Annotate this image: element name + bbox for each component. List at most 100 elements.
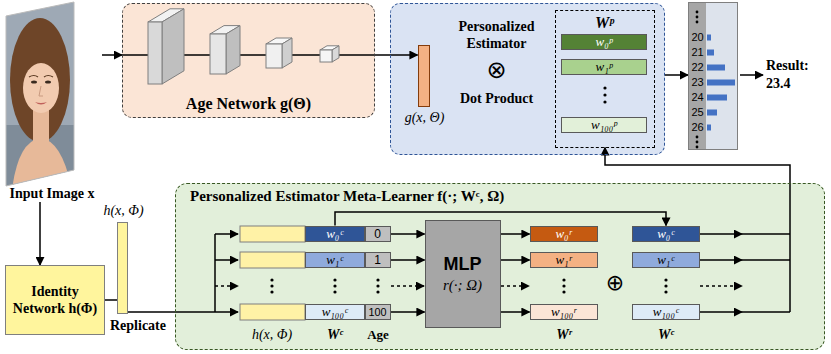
layout-wires	[215, 285, 238, 287]
row-input-bars	[240, 226, 305, 242]
column-label: h(x, Φ)	[242, 327, 302, 343]
label-anchor: Result: 23.4	[766, 57, 828, 93]
label-anchor: Wᶜ	[315, 327, 355, 343]
age-tick: 24	[689, 90, 706, 105]
connector-arrow	[391, 233, 425, 235]
weight-bar: w₁ʳ	[530, 252, 598, 268]
cnn-layers	[339, 54, 375, 56]
input-image: Input Image x	[2, 2, 102, 202]
connector-arrow	[665, 74, 688, 76]
layout-wires	[742, 259, 790, 261]
ellipsis-dots	[696, 16, 699, 19]
panel-fills	[122, 3, 375, 118]
input-photo	[44, 76, 53, 78]
histogram-bars	[707, 80, 735, 86]
column-label: Wᶜ	[315, 327, 355, 343]
ellipsis-dots	[270, 278, 273, 281]
label-anchor: Replicate	[110, 318, 174, 334]
cnn-layers	[210, 34, 226, 74]
panel-fills	[175, 183, 825, 350]
connector-arrow	[501, 233, 530, 235]
connector-arrow	[335, 212, 666, 226]
weight-label: w₀ʳ	[555, 227, 571, 241]
ellipsis-dots	[664, 278, 667, 281]
matrix-label: Wᵖ	[556, 13, 654, 32]
histogram-bars	[707, 35, 735, 131]
histogram-bars	[707, 35, 711, 41]
layout-wires	[789, 183, 791, 312]
operator-label: Dot Product	[444, 90, 549, 107]
operation-label: Replicate	[110, 318, 174, 334]
layout-wires	[742, 311, 790, 313]
weight-label: w₀ᵖ	[596, 35, 613, 49]
age-value: 100	[368, 305, 386, 319]
ellipsis-dots	[270, 290, 273, 293]
estimator-panel: Personalized Estimator⊗Dot Productg(x, Θ…	[390, 3, 665, 155]
input-photo	[39, 86, 43, 96]
connector-arrow	[501, 259, 530, 261]
result-value: Result: 23.4	[766, 57, 828, 93]
connector-arrow	[375, 54, 418, 56]
input-photo	[10, 18, 70, 142]
layout-wires	[700, 311, 742, 313]
feature-vector: g(x, Θ)	[418, 45, 430, 107]
layout-wires	[700, 233, 742, 235]
cnn-layers	[148, 22, 162, 84]
histogram-bars	[707, 95, 727, 101]
panel-title: Personalized Estimator	[444, 18, 549, 52]
weight-bar: w₀ᶜ	[632, 226, 700, 242]
panel-fills	[688, 2, 738, 150]
age-tick: 22	[689, 60, 706, 75]
weight-label: w₁₀₀ᵖ	[591, 118, 617, 132]
weight-label: w₁ᶜ	[657, 253, 674, 267]
ellipsis-dots	[562, 290, 565, 293]
panel-fills	[688, 2, 706, 150]
weight-bar: w₀ʳ	[530, 226, 598, 242]
weight-bar: w₁ᶜ	[632, 252, 700, 268]
input-photo	[0, 0, 80, 190]
connector-arrow	[605, 148, 790, 184]
ellipsis-dots	[562, 284, 565, 287]
column-label: Wʳ	[544, 327, 584, 343]
column-label: Wᶜ	[646, 327, 686, 343]
weight-label: w₀ᶜ	[657, 227, 674, 241]
connector-arrow	[102, 54, 122, 56]
layout-wires	[215, 259, 238, 261]
histogram-bars	[707, 125, 711, 131]
panel-title: Age Network g(Θ)	[186, 94, 311, 113]
identity-feature-vector: h(x, Φ)	[117, 222, 128, 314]
ellipsis-dots	[562, 278, 565, 281]
ellipsis-dots	[333, 290, 336, 293]
ellipsis-dots	[376, 284, 379, 287]
ellipsis-dots	[603, 93, 606, 96]
age-value: 0	[374, 227, 381, 241]
mlp-box: MLPr(·; Ω)	[425, 220, 501, 328]
cnn-layers	[226, 26, 240, 74]
weight-label: w₁₀₀ᶜ	[322, 305, 348, 319]
layout-wires	[214, 234, 216, 312]
ellipsis-dots	[376, 290, 379, 293]
vector-label: g(x, Θ)	[394, 110, 456, 126]
weight-label: w₁₀₀ʳ	[551, 305, 576, 319]
cnn-layers	[292, 54, 320, 56]
weight-label: w₁ʳ	[555, 253, 571, 267]
ellipsis-dots	[696, 141, 699, 144]
panel-fills	[390, 3, 665, 155]
row-input-bars	[240, 252, 305, 268]
age-tick: 21	[689, 45, 706, 60]
weight-bar: w₁₀₀ᵖ	[561, 117, 647, 133]
age-histogram: 20212223242526	[688, 2, 738, 150]
input-photo	[33, 108, 49, 142]
cnn-layers	[282, 38, 292, 68]
connector-arrow	[501, 311, 530, 313]
cnn-layers	[122, 54, 148, 56]
label-anchor: h(x, Φ)	[242, 327, 302, 343]
ellipsis-dots	[333, 278, 336, 281]
ellipsis-dots	[664, 290, 667, 293]
age-value: 1	[374, 253, 381, 267]
weight-matrix-box: Wᵖw₀ᵖw₁ᵖw₁₀₀ᵖ	[555, 10, 655, 148]
ellipsis-dots	[696, 11, 699, 14]
box-title: MLP	[444, 253, 482, 275]
